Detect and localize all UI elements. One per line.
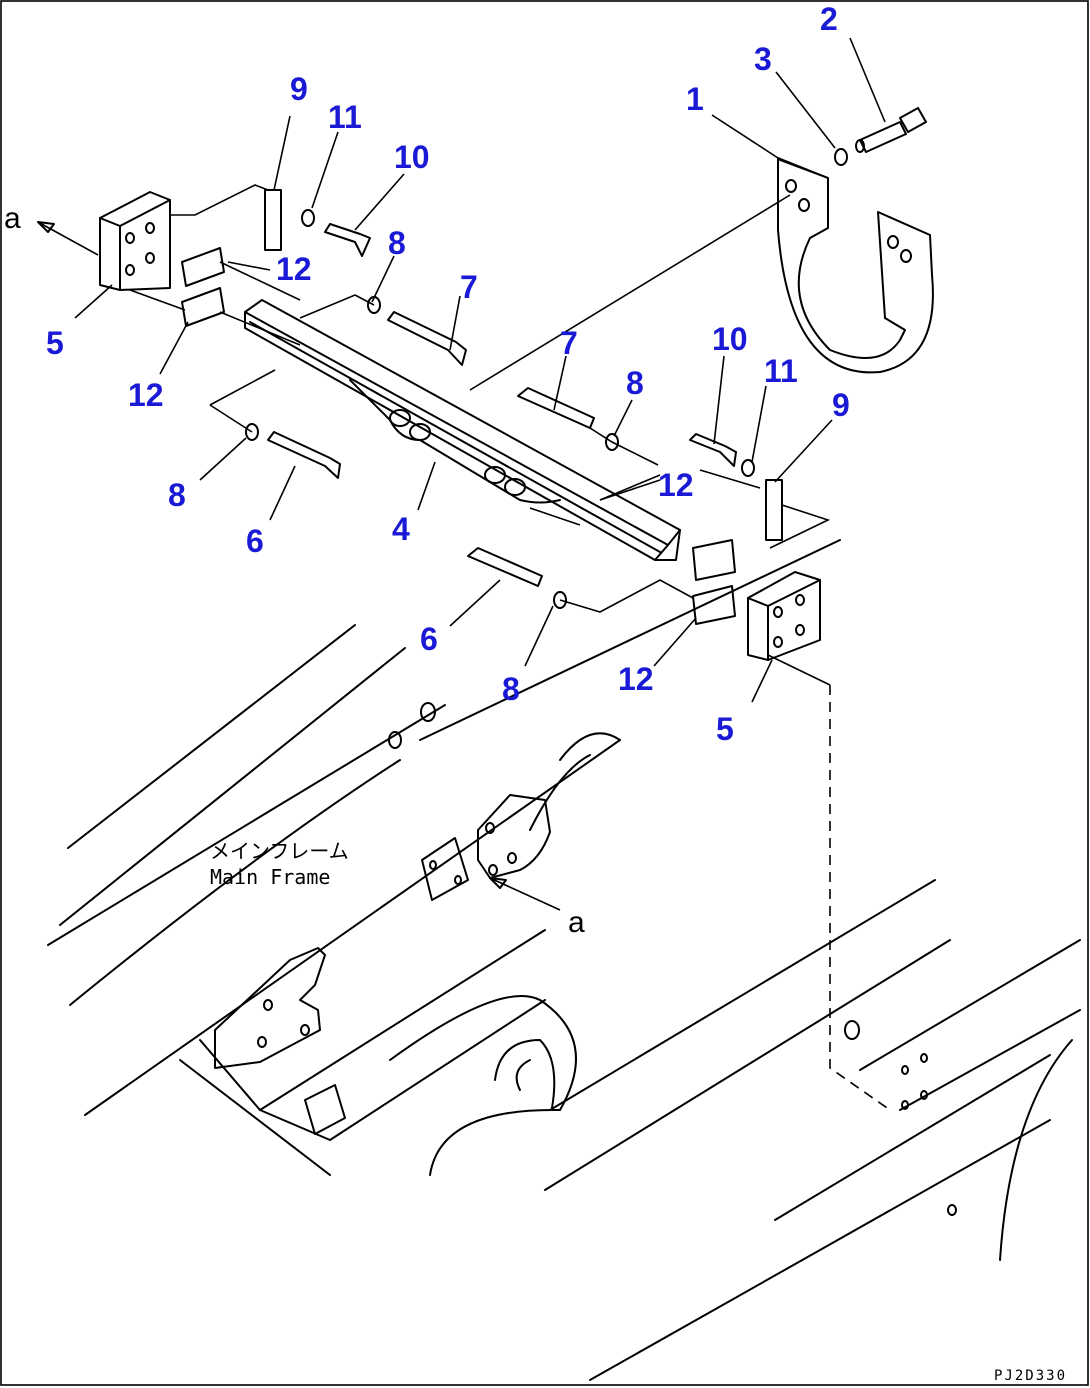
callout-numbers: 1 2 3 4 5 5 6 6 7 7 8 8 8 8 9 9 10 10 11… [46,1,850,747]
view-arrow-a-bottom: a [489,877,585,939]
callout-3: 3 [754,41,772,77]
callout-9-left: 9 [290,71,308,107]
callout-12-lower-right: 12 [618,661,654,697]
view-mark-a-bottom: a [568,906,585,939]
callout-1: 1 [686,81,704,117]
callout-6-left: 6 [246,523,264,559]
part-3-washer [834,148,848,166]
part-6-bolt-right [467,547,543,587]
callout-8-mid: 8 [626,365,644,401]
callout-7-upper: 7 [460,269,478,305]
callout-11-right: 11 [764,353,798,389]
frame-brackets [214,702,957,1216]
callout-2: 2 [820,1,838,37]
part-5-block-left [99,191,171,291]
part-9-shim-right [765,479,783,541]
part-7-bolt-upper [387,311,467,366]
callout-11-left: 11 [328,99,362,135]
part-1-hook [777,157,934,374]
assembly-lines [129,184,891,1111]
callout-4: 4 [392,511,410,547]
frame-label-en: Main Frame [210,865,330,889]
part-4-bar [244,299,681,561]
callout-10-left: 10 [394,139,430,175]
callout-5-right: 5 [716,711,734,747]
part-6-bolt-left [267,431,341,479]
view-arrow-a-top: a [4,202,99,256]
callout-7-lower: 7 [560,325,578,361]
callout-6-right: 6 [420,621,438,657]
part-11-washer-left [301,209,315,227]
callout-12-upper-right: 12 [658,467,694,503]
part-10-bolt-right [689,433,737,467]
frame-label-jp: メインフレーム [210,839,349,863]
callout-9-right: 9 [832,387,850,423]
callout-8-left: 8 [168,477,186,513]
part-2-bolt [855,107,927,153]
part-7-bolt-lower [517,387,595,429]
callout-8-lower: 8 [502,671,520,707]
callout-leaders [74,37,886,703]
part-9-shim-left [264,189,282,251]
part-5-block-right [747,571,821,661]
callout-12-lower-left: 12 [128,377,164,413]
part-10-bolt-left [324,223,371,257]
callout-10-right: 10 [712,321,748,357]
callout-12-upper-left: 12 [276,251,312,287]
figure-code: PJ2D330 [994,1368,1067,1384]
view-mark-a-top: a [4,202,21,235]
main-frame-outline [47,539,1081,1381]
part-12-plates [181,247,736,625]
part-11-washer-right [741,459,755,477]
callout-5-left: 5 [46,325,64,361]
callout-8-upper: 8 [388,225,406,261]
